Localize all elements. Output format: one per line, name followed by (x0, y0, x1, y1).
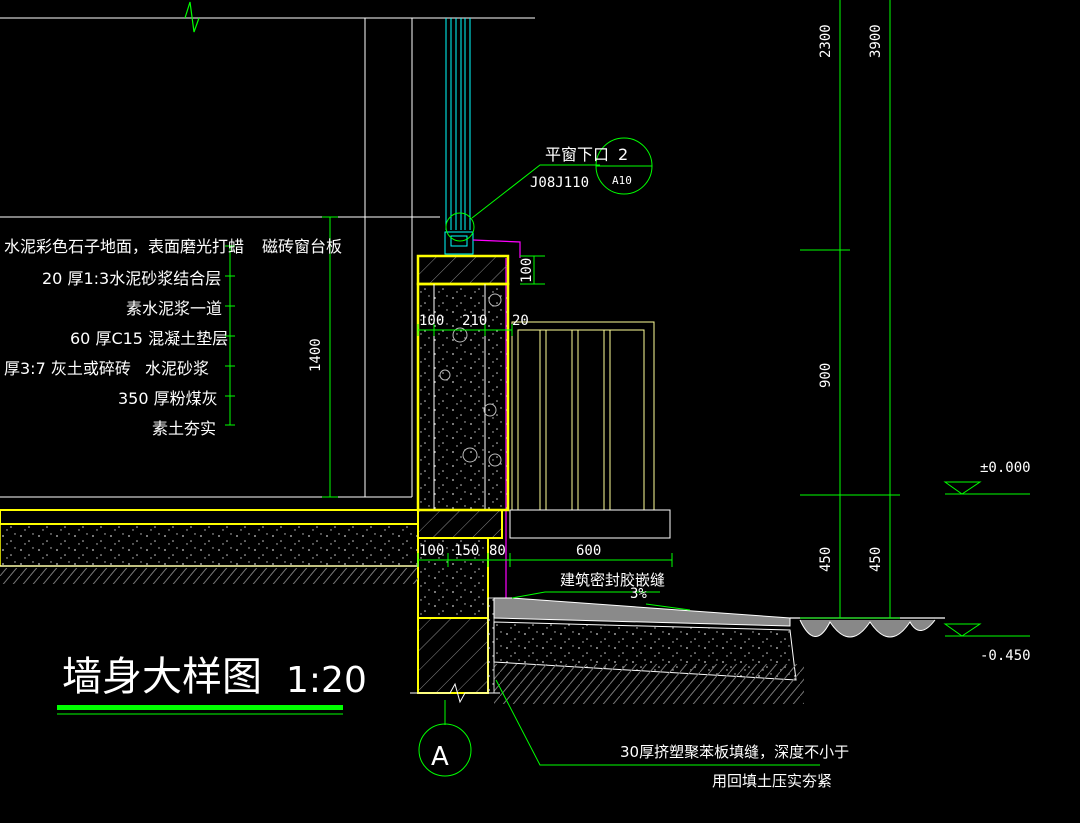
level-zero-label: ±0.000 (980, 460, 1031, 476)
window-ref-sheet: A10 (612, 174, 632, 187)
window-detail-callout (445, 212, 475, 242)
dim-base-100: 100 (419, 543, 444, 559)
level-minus-label: -0.450 (980, 648, 1031, 664)
dim-sill: 100 (519, 258, 535, 283)
axis-bubble (418, 723, 472, 777)
apron-step (509, 509, 671, 539)
break-mark-bottom (410, 682, 500, 704)
axis-label: A (431, 742, 449, 772)
floor-layer-4: 60 厚C15 混凝土垫层 (70, 329, 228, 348)
window-ref-number: 2 (618, 145, 628, 164)
floor-slab (0, 509, 419, 584)
break-mark-top (184, 1, 200, 33)
level-mark-zero (943, 481, 982, 495)
wall-section (416, 254, 510, 694)
backfill-note-line2: 用回填土压实夯紧 (712, 772, 832, 790)
dim-wall-210: 210 (462, 313, 487, 329)
dim-base-80: 80 (489, 543, 506, 559)
dim-2300: 2300 (818, 24, 834, 58)
dim-apron-600: 600 (576, 543, 601, 559)
dim-wall-100: 100 (419, 313, 444, 329)
drawing-title: 墙身大样图 (62, 654, 262, 700)
floor-layer-1: 水泥彩色石子地面，表面磨光打蜡 (4, 237, 244, 256)
floor-layer-7: 素土夯实 (152, 419, 216, 438)
floor-layer-5: 厚3:7 灰土或碎砖 (4, 359, 131, 378)
dim-wall-20: 20 (512, 313, 529, 329)
window-ref-label: 平窗下口 (545, 145, 609, 164)
window-ref-atlas: J08J110 (530, 175, 589, 191)
dim-floor-1400: 1400 (308, 338, 324, 372)
radiator (511, 321, 655, 511)
title-underline (57, 705, 343, 710)
slope-note: 3% (630, 586, 647, 602)
level-mark-minus (943, 623, 982, 637)
outside-apron (487, 597, 945, 704)
dim-base-150: 150 (454, 543, 479, 559)
drawing-scale: 1:20 (286, 660, 367, 701)
window-glazing (444, 18, 474, 255)
floor-layer-6: 350 厚粉煤灰 (118, 389, 218, 408)
leader-lines (225, 245, 820, 766)
floor-layer-2: 20 厚1:3水泥砂浆结合层 (42, 269, 221, 288)
dim-900: 900 (818, 363, 834, 388)
dim-450-b: 450 (868, 547, 884, 572)
sill-overlap-text: 磁砖窗台板 (262, 237, 342, 256)
floor-layer-3: 素水泥浆一道 (126, 299, 222, 318)
dimension-lines (322, 0, 1030, 637)
mortar-overlap-text: 水泥砂浆 (145, 359, 209, 378)
dim-3900: 3900 (868, 24, 884, 58)
dim-450-a: 450 (818, 547, 834, 572)
backfill-note-line1: 30厚挤塑聚苯板填缝，深度不小于 (620, 743, 849, 761)
sealant-note: 建筑密封胶嵌缝 (560, 571, 665, 589)
window-callout-leader (471, 164, 600, 219)
